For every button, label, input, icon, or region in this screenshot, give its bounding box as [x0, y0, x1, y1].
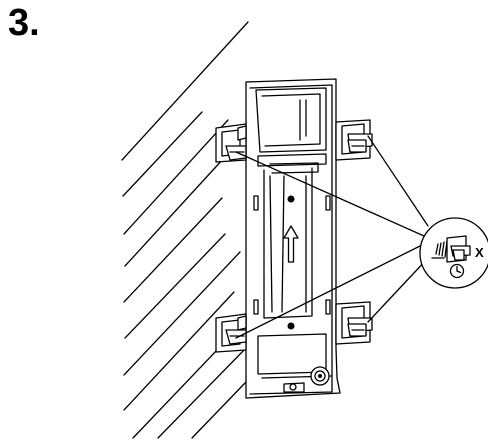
- wall-hatch-icon: [121, 21, 249, 439]
- mounting-plate: [245, 78, 341, 399]
- right-bottom-clip: [335, 301, 373, 345]
- leader-lines: [235, 135, 429, 339]
- callout-detail: X: [419, 217, 488, 289]
- mounting-clip-icon: [446, 235, 471, 263]
- left-bottom-clip: [215, 313, 247, 353]
- step-number: 3.: [8, 2, 40, 44]
- callout-x-label: X: [475, 245, 484, 260]
- right-top-clip: [335, 119, 373, 161]
- left-top-clip: [215, 123, 247, 163]
- up-arrow-icon: [283, 225, 299, 263]
- clock-icon: [449, 263, 465, 279]
- screw-boss: [310, 366, 330, 386]
